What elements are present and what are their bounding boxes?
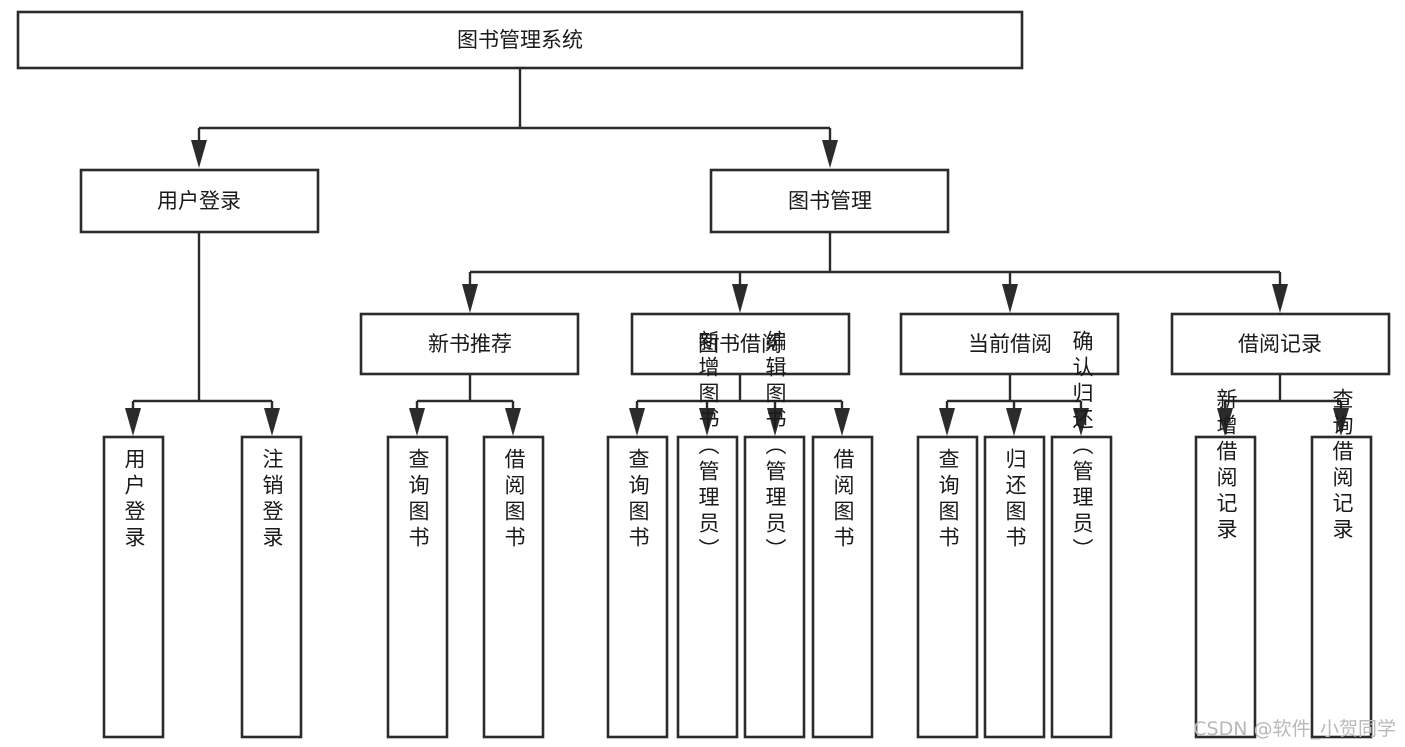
connector-group-user-login-to-leaves [125,232,280,436]
node-root-system[interactable]: 图书管理系统 [16,10,1024,70]
leaf-new-book-1-label: 查询图书 [406,448,430,552]
leaf-node[interactable]: 编辑图书（管理员） [743,330,806,739]
node-book-management[interactable]: 图书管理 [709,168,950,234]
node-book-borrow[interactable]: 图书借阅 [630,312,851,376]
arrow-to-borrow-record [1272,284,1288,313]
leaf-borrow-record-1-box[interactable] [1194,435,1257,739]
leaf-node[interactable]: 用户登录 [102,435,165,739]
arrow-to-book-mgmt [822,140,838,168]
leaf-user-login-1-label: 用户登录 [122,448,146,552]
arrow-to-user-login [191,140,207,168]
arrow-new-book-leaf-1 [409,408,425,436]
node-root-system-label: 图书管理系统 [457,28,583,52]
leaf-book-borrow-1-label: 查询图书 [626,448,650,552]
arrow-book-borrow-leaf-4 [834,408,850,436]
connector-group-root-to-level2 [191,68,838,168]
arrow-current-borrow-leaf-1 [939,408,955,436]
arrow-user-login-leaf-2 [264,408,280,436]
leaf-node[interactable]: 查询图书 [916,435,979,739]
leaf-new-book-2-box[interactable] [482,435,545,739]
leaf-node[interactable]: 新增借阅记录 [1194,388,1257,739]
leaf-new-book-1-box[interactable] [386,435,449,739]
leaf-node[interactable]: 归还图书 [983,435,1046,739]
leaf-current-borrow-1-label: 查询图书 [936,448,960,552]
leaf-node[interactable]: 确认归还（管理员） [1050,330,1113,739]
arrow-borrow-record-leaf-2 [1333,408,1349,436]
leaf-current-borrow-3-label: 确认归还（管理员） [1070,330,1094,564]
arrow-current-borrow-leaf-2 [1006,408,1022,436]
arrow-to-book-borrow [732,284,748,313]
node-book-management-box[interactable] [709,168,950,234]
node-new-book-recommend[interactable]: 新书推荐 [359,312,580,376]
arrow-user-login-leaf-1 [125,408,141,436]
csdn-watermark: CSDN @软件_小贺同学 [1193,718,1396,740]
leaf-node[interactable]: 借阅图书 [811,435,874,739]
leaf-node[interactable]: 注销登录 [240,435,303,739]
leaf-book-borrow-4-box[interactable] [811,435,874,739]
node-root-system-box[interactable] [16,10,1024,70]
node-new-book-recommend-box[interactable] [359,312,580,376]
node-book-borrow-label: 图书借阅 [698,332,782,356]
arrow-current-borrow-leaf-3 [1073,408,1089,436]
node-borrow-record-label: 借阅记录 [1238,332,1322,356]
leaf-node[interactable]: 查询借阅记录 [1310,388,1373,739]
leaf-new-book-2-label: 借阅图书 [502,448,526,552]
node-user-login[interactable]: 用户登录 [79,168,320,234]
connector-group-new-book-recommend-to-leaves [409,374,521,436]
leaf-current-borrow-2-label: 归还图书 [1003,448,1027,552]
leaf-book-borrow-3-box[interactable] [743,435,806,739]
leaf-current-borrow-1-box[interactable] [916,435,979,739]
leaf-borrow-record-1-label: 新增借阅记录 [1214,388,1238,544]
leaf-current-borrow-3-box[interactable] [1050,435,1113,739]
arrow-to-new-book-recommend [462,284,478,313]
node-book-borrow-box[interactable] [630,312,851,376]
leaf-book-borrow-2-box[interactable] [676,435,739,739]
leaf-book-borrow-1-box[interactable] [606,435,669,739]
leaf-book-borrow-3-label: 编辑图书（管理员） [763,330,787,564]
arrow-book-borrow-leaf-2 [699,408,715,436]
connector-group-book-borrow-to-leaves [629,374,850,436]
arrow-book-borrow-leaf-3 [767,408,783,436]
connector-group-current-borrow-to-leaves [939,374,1089,436]
leaf-book-borrow-4-label: 借阅图书 [831,448,855,552]
node-new-book-recommend-label: 新书推荐 [428,332,512,356]
node-current-borrow-box[interactable] [899,312,1120,376]
leaf-user-login-2-box[interactable] [240,435,303,739]
node-user-login-box[interactable] [79,168,320,234]
arrow-borrow-record-leaf-1 [1217,408,1233,436]
leaf-user-login-1-box[interactable] [102,435,165,739]
node-current-borrow[interactable]: 当前借阅 [899,312,1120,376]
arrow-to-current-borrow [1002,284,1018,313]
arrow-book-borrow-leaf-1 [629,408,645,436]
node-current-borrow-label: 当前借阅 [968,332,1052,356]
leaf-node[interactable]: 查询图书 [606,435,669,739]
arrow-new-book-leaf-2 [505,408,521,436]
leaf-node[interactable]: 新增图书（管理员） [676,330,739,739]
connector-group-book-mgmt-to-level3 [462,232,1288,313]
node-borrow-record[interactable]: 借阅记录 [1170,312,1391,376]
leaf-current-borrow-2-box[interactable] [983,435,1046,739]
leaf-node[interactable]: 查询图书 [386,435,449,739]
node-borrow-record-box[interactable] [1170,312,1391,376]
connector-group-borrow-record-to-leaves [1217,374,1349,436]
leaf-node[interactable]: 借阅图书 [482,435,545,739]
node-book-management-label: 图书管理 [788,189,872,213]
leaf-user-login-2-label: 注销登录 [260,448,284,552]
leaf-borrow-record-2-label: 查询借阅记录 [1330,388,1354,544]
leaf-borrow-record-2-box[interactable] [1310,435,1373,739]
node-user-login-label: 用户登录 [157,189,241,213]
leaf-book-borrow-2-label: 新增图书（管理员） [696,330,720,564]
